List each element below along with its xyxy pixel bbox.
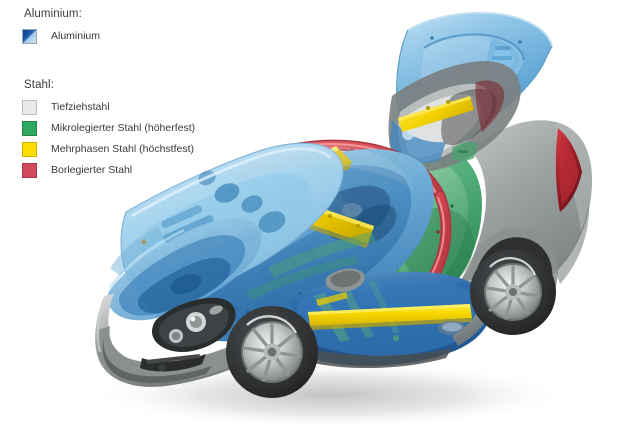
front-inner-structure <box>107 218 262 321</box>
legend-group-aluminium: Aluminium: Aluminium <box>22 8 252 46</box>
legend-group-title-steel: Stahl: <box>24 79 55 91</box>
materials-legend: Aluminium: Aluminium Stahl: Tiefziehstah… <box>22 8 252 181</box>
swatch-mehrphasen-stahl-icon <box>22 141 37 157</box>
legend-item-aluminium[interactable]: Aluminium <box>22 26 252 46</box>
car-ground-shadow <box>90 361 570 429</box>
legend-item-mikrolegierter-stahl[interactable]: Mikrolegierter Stahl (höherfest) <box>22 118 252 138</box>
legend-group-steel: Stahl: Tiefziehstahl Mikrolegierter Stah… <box>22 79 252 180</box>
legend-item-borlegierter-stahl[interactable]: Borlegierter Stahl <box>22 160 252 180</box>
legend-group-title-aluminium: Aluminium: <box>24 8 82 20</box>
cowl-green-strip <box>246 232 376 300</box>
door-panel-aluminium <box>288 268 491 366</box>
windshield-glass <box>238 146 414 190</box>
legend-label-mehrphasen-stahl: Mehrphasen Stahl (höchstfest) <box>51 142 194 155</box>
legend-label-tiefziehstahl: Tiefziehstahl <box>51 100 110 113</box>
rocker-sill <box>282 342 452 369</box>
legend-label-borlegierter-stahl: Borlegierter Stahl <box>51 163 133 176</box>
swatch-borlegierter-stahl-icon <box>22 162 37 178</box>
rear-wheel <box>470 249 556 335</box>
swatch-tiefziehstahl-icon <box>22 99 37 115</box>
legend-item-tiefziehstahl[interactable]: Tiefziehstahl <box>22 97 252 117</box>
swatch-aluminium-icon <box>22 28 37 44</box>
swatch-mikrolegierter-stahl-icon <box>22 120 37 136</box>
rear-left-structure-edge <box>110 226 164 276</box>
front-wheel <box>226 306 318 398</box>
legend-label-aluminium: Aluminium <box>51 29 101 42</box>
legend-label-mikrolegierter-stahl: Mikrolegierter Stahl (höherfest) <box>51 121 196 134</box>
legend-item-mehrphasen-stahl[interactable]: Mehrphasen Stahl (höchstfest) <box>22 139 252 159</box>
